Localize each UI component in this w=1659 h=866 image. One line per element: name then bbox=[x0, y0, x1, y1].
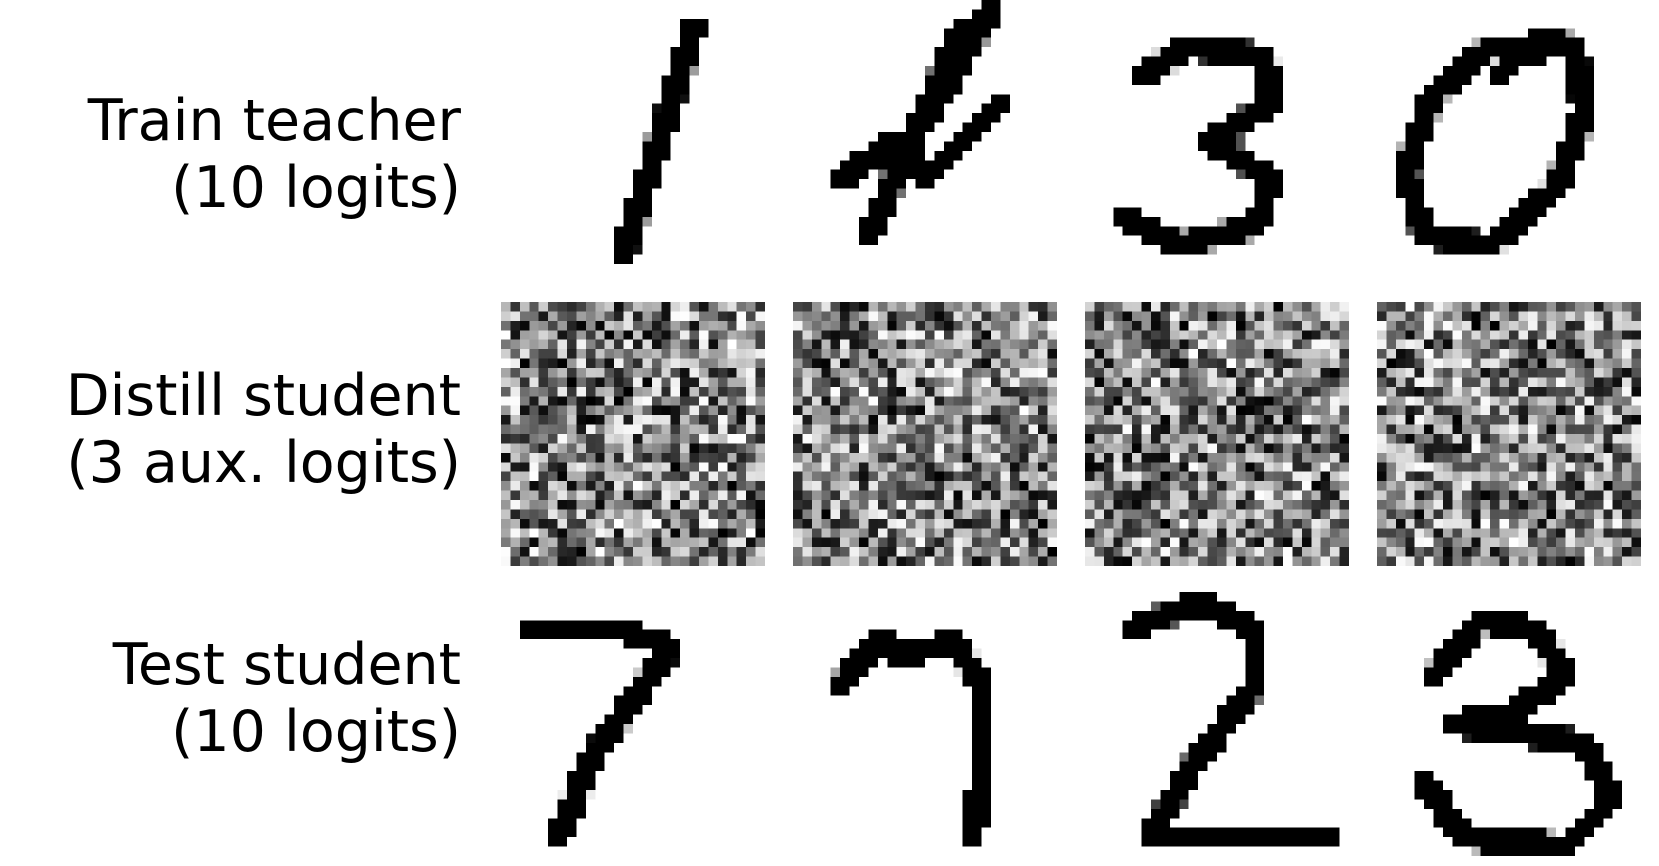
row-train-teacher: Train teacher (10 logits) bbox=[0, 0, 1659, 280]
digit-canvas bbox=[793, 0, 1057, 264]
row-label-line2: (3 aux. logits) bbox=[66, 430, 461, 496]
mnist-digit-image bbox=[1377, 592, 1641, 856]
row-label-line1: Test student bbox=[112, 632, 461, 698]
mnist-digit-image bbox=[1377, 0, 1641, 264]
noise-canvas bbox=[1085, 302, 1349, 566]
row-label-line2: (10 logits) bbox=[171, 155, 461, 221]
mnist-digit-image bbox=[501, 0, 765, 264]
row-label-test-student: Test student (10 logits) bbox=[113, 632, 461, 766]
digit-canvas bbox=[501, 0, 765, 264]
digit-canvas bbox=[1377, 592, 1641, 856]
row-label-line1: Distill student bbox=[65, 363, 461, 429]
row-label-distill-student: Distill student (3 aux. logits) bbox=[66, 363, 461, 497]
noise-image bbox=[793, 302, 1057, 566]
noise-image bbox=[1377, 302, 1641, 566]
mnist-digit-image bbox=[793, 592, 1057, 856]
noise-canvas bbox=[793, 302, 1057, 566]
row-distill-student: Distill student (3 aux. logits) bbox=[0, 300, 1659, 570]
digit-canvas bbox=[501, 592, 765, 856]
noise-image bbox=[501, 302, 765, 566]
noise-canvas bbox=[501, 302, 765, 566]
noise-canvas bbox=[1377, 302, 1641, 566]
noise-image bbox=[1085, 302, 1349, 566]
row-test-student: Test student (10 logits) bbox=[0, 592, 1659, 866]
row-label-line2: (10 logits) bbox=[171, 699, 461, 765]
mnist-digit-image bbox=[1085, 0, 1349, 264]
digit-canvas bbox=[1377, 0, 1641, 264]
mnist-digit-image bbox=[1085, 592, 1349, 856]
row-label-train-teacher: Train teacher (10 logits) bbox=[88, 88, 461, 222]
digit-canvas bbox=[793, 592, 1057, 856]
mnist-digit-image bbox=[501, 592, 765, 856]
digit-canvas bbox=[1085, 0, 1349, 264]
digit-canvas bbox=[1085, 592, 1349, 856]
row-label-line1: Train teacher bbox=[87, 88, 461, 154]
mnist-digit-image bbox=[793, 0, 1057, 264]
